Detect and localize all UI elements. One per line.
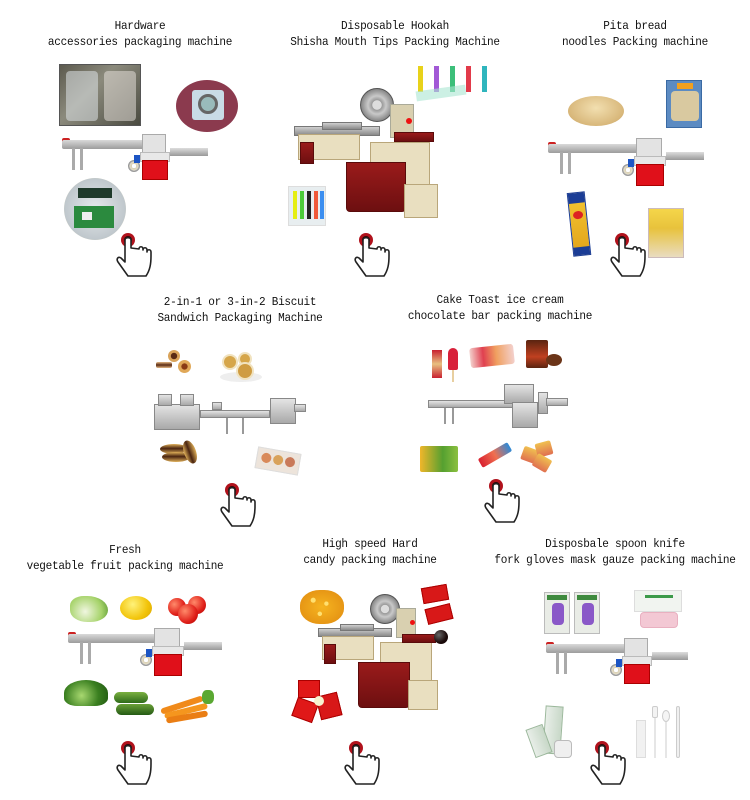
title-line-1: Fresh bbox=[109, 543, 141, 557]
hand-pointer-icon[interactable] bbox=[484, 476, 524, 528]
title-line-2: vegetable fruit packing machine bbox=[26, 559, 224, 573]
card-title: Cake Toast ice cream chocolate bar packi… bbox=[390, 292, 611, 324]
candy-pillow-machine bbox=[318, 594, 448, 724]
hand-pointer-icon[interactable] bbox=[610, 230, 650, 282]
hand-pointer-icon[interactable] bbox=[590, 738, 630, 790]
gauze-rolls-photo bbox=[525, 705, 574, 759]
hand-pointer-icon[interactable] bbox=[116, 230, 156, 282]
title-line-1: Disposbale spoon knife bbox=[545, 537, 685, 551]
title-line-1: High speed Hard bbox=[322, 537, 418, 551]
mouth-tips-photo bbox=[412, 66, 492, 102]
title-line-2: Sandwich Packaging Machine bbox=[157, 311, 323, 325]
hardware-bags-photo bbox=[59, 64, 141, 126]
packed-tips-photo bbox=[288, 186, 326, 226]
cabbage-photo bbox=[70, 596, 108, 622]
card-hookah[interactable]: Disposable Hookah Shisha Mouth Tips Pack… bbox=[270, 0, 520, 290]
sandwich-biscuits-plate-photo bbox=[220, 352, 262, 382]
title-line-1: Pita bread bbox=[603, 19, 667, 33]
card-biscuit[interactable]: 2-in-1 or 3-in-2 Biscuit Sandwich Packag… bbox=[120, 290, 360, 540]
title-line-2: noodles Packing machine bbox=[561, 35, 709, 49]
title-line-1: Cake Toast ice cream bbox=[436, 293, 564, 307]
card-vegetable[interactable]: Fresh vegetable fruit packing machine bbox=[0, 540, 250, 800]
card-hardware[interactable]: Hardware accessories packaging machine bbox=[20, 0, 260, 290]
pita-bag-photo bbox=[666, 80, 702, 128]
hand-pointer-icon[interactable] bbox=[354, 230, 394, 282]
dark-candy-ball-photo bbox=[434, 630, 448, 644]
card-title: Fresh vegetable fruit packing machine bbox=[10, 542, 240, 574]
card-candy[interactable]: High speed Hard candy packing machine bbox=[270, 530, 470, 800]
plastic-cutlery-photo bbox=[636, 706, 686, 760]
orange-candies-photo bbox=[300, 590, 344, 624]
biscuit-pack-photo bbox=[420, 446, 458, 472]
chocolate-bar-photo bbox=[477, 442, 513, 468]
chocolate-pie-photo bbox=[526, 340, 564, 372]
card-title: Hardware accessories packaging machine bbox=[30, 18, 251, 50]
card-title: High speed Hard candy packing machine bbox=[278, 536, 462, 568]
lemon-photo bbox=[120, 596, 152, 620]
tomatoes-photo bbox=[168, 594, 208, 624]
card-title: 2-in-1 or 3-in-2 Biscuit Sandwich Packag… bbox=[130, 294, 351, 326]
title-line-2: chocolate bar packing machine bbox=[407, 309, 593, 323]
title-line-2: fork gloves mask gauze packing machine bbox=[494, 553, 736, 567]
sandwich-line-machine bbox=[154, 390, 306, 436]
pasta-bag-photo bbox=[648, 208, 684, 258]
circuit-board-photo bbox=[64, 178, 126, 240]
hand-pointer-icon[interactable] bbox=[116, 738, 156, 790]
flow-wrap-machine bbox=[546, 138, 706, 190]
hand-pointer-icon[interactable] bbox=[344, 738, 384, 790]
candy-pillow-machine bbox=[294, 88, 444, 228]
face-mask-pack-photo bbox=[634, 590, 684, 630]
cucumbers-photo bbox=[114, 692, 154, 716]
title-line-1: 2-in-1 or 3-in-2 Biscuit bbox=[163, 295, 317, 309]
cake-pack-photo bbox=[469, 343, 515, 369]
flow-wrap-machine bbox=[66, 628, 222, 680]
pita-stack-photo bbox=[568, 96, 624, 126]
bearing-photo bbox=[176, 80, 238, 132]
hand-pointer-icon[interactable] bbox=[220, 480, 260, 532]
biscuit-tray-pack-photo bbox=[254, 446, 302, 476]
cookies-photo bbox=[156, 350, 192, 376]
card-pita[interactable]: Pita bread noodles Packing machine bbox=[520, 0, 750, 290]
spaghetti-pack-photo bbox=[566, 191, 592, 257]
title-line-2: Shisha Mouth Tips Packing Machine bbox=[290, 35, 500, 49]
carrots-photo bbox=[160, 686, 216, 724]
flow-wrap-machine bbox=[544, 638, 690, 688]
card-title: Disposable Hookah Shisha Mouth Tips Pack… bbox=[280, 18, 510, 50]
gloves-packs-photo bbox=[544, 592, 602, 636]
small-cakes-photo bbox=[520, 440, 558, 474]
card-spoon[interactable]: Disposbale spoon knife fork gloves mask … bbox=[480, 530, 750, 800]
stainless-flow-wrap-machine bbox=[428, 376, 568, 428]
lettuce-photo bbox=[64, 680, 108, 706]
title-line-1: Disposable Hookah bbox=[341, 19, 449, 33]
title-line-2: accessories packaging machine bbox=[47, 35, 233, 49]
red-candy-packs-2-photo bbox=[291, 680, 344, 724]
card-title: Pita bread noodles Packing machine bbox=[529, 18, 741, 50]
chocolate-biscuits-photo bbox=[160, 438, 200, 468]
title-line-1: Hardware bbox=[114, 19, 166, 33]
card-title: Disposbale spoon knife fork gloves mask … bbox=[491, 536, 739, 568]
card-cake[interactable]: Cake Toast ice cream chocolate bar packi… bbox=[380, 290, 620, 540]
ice-cream-bar-photo bbox=[432, 348, 462, 384]
red-candy-packs-photo bbox=[420, 583, 456, 626]
title-line-2: candy packing machine bbox=[303, 553, 437, 567]
flow-wrap-machine bbox=[60, 134, 210, 184]
